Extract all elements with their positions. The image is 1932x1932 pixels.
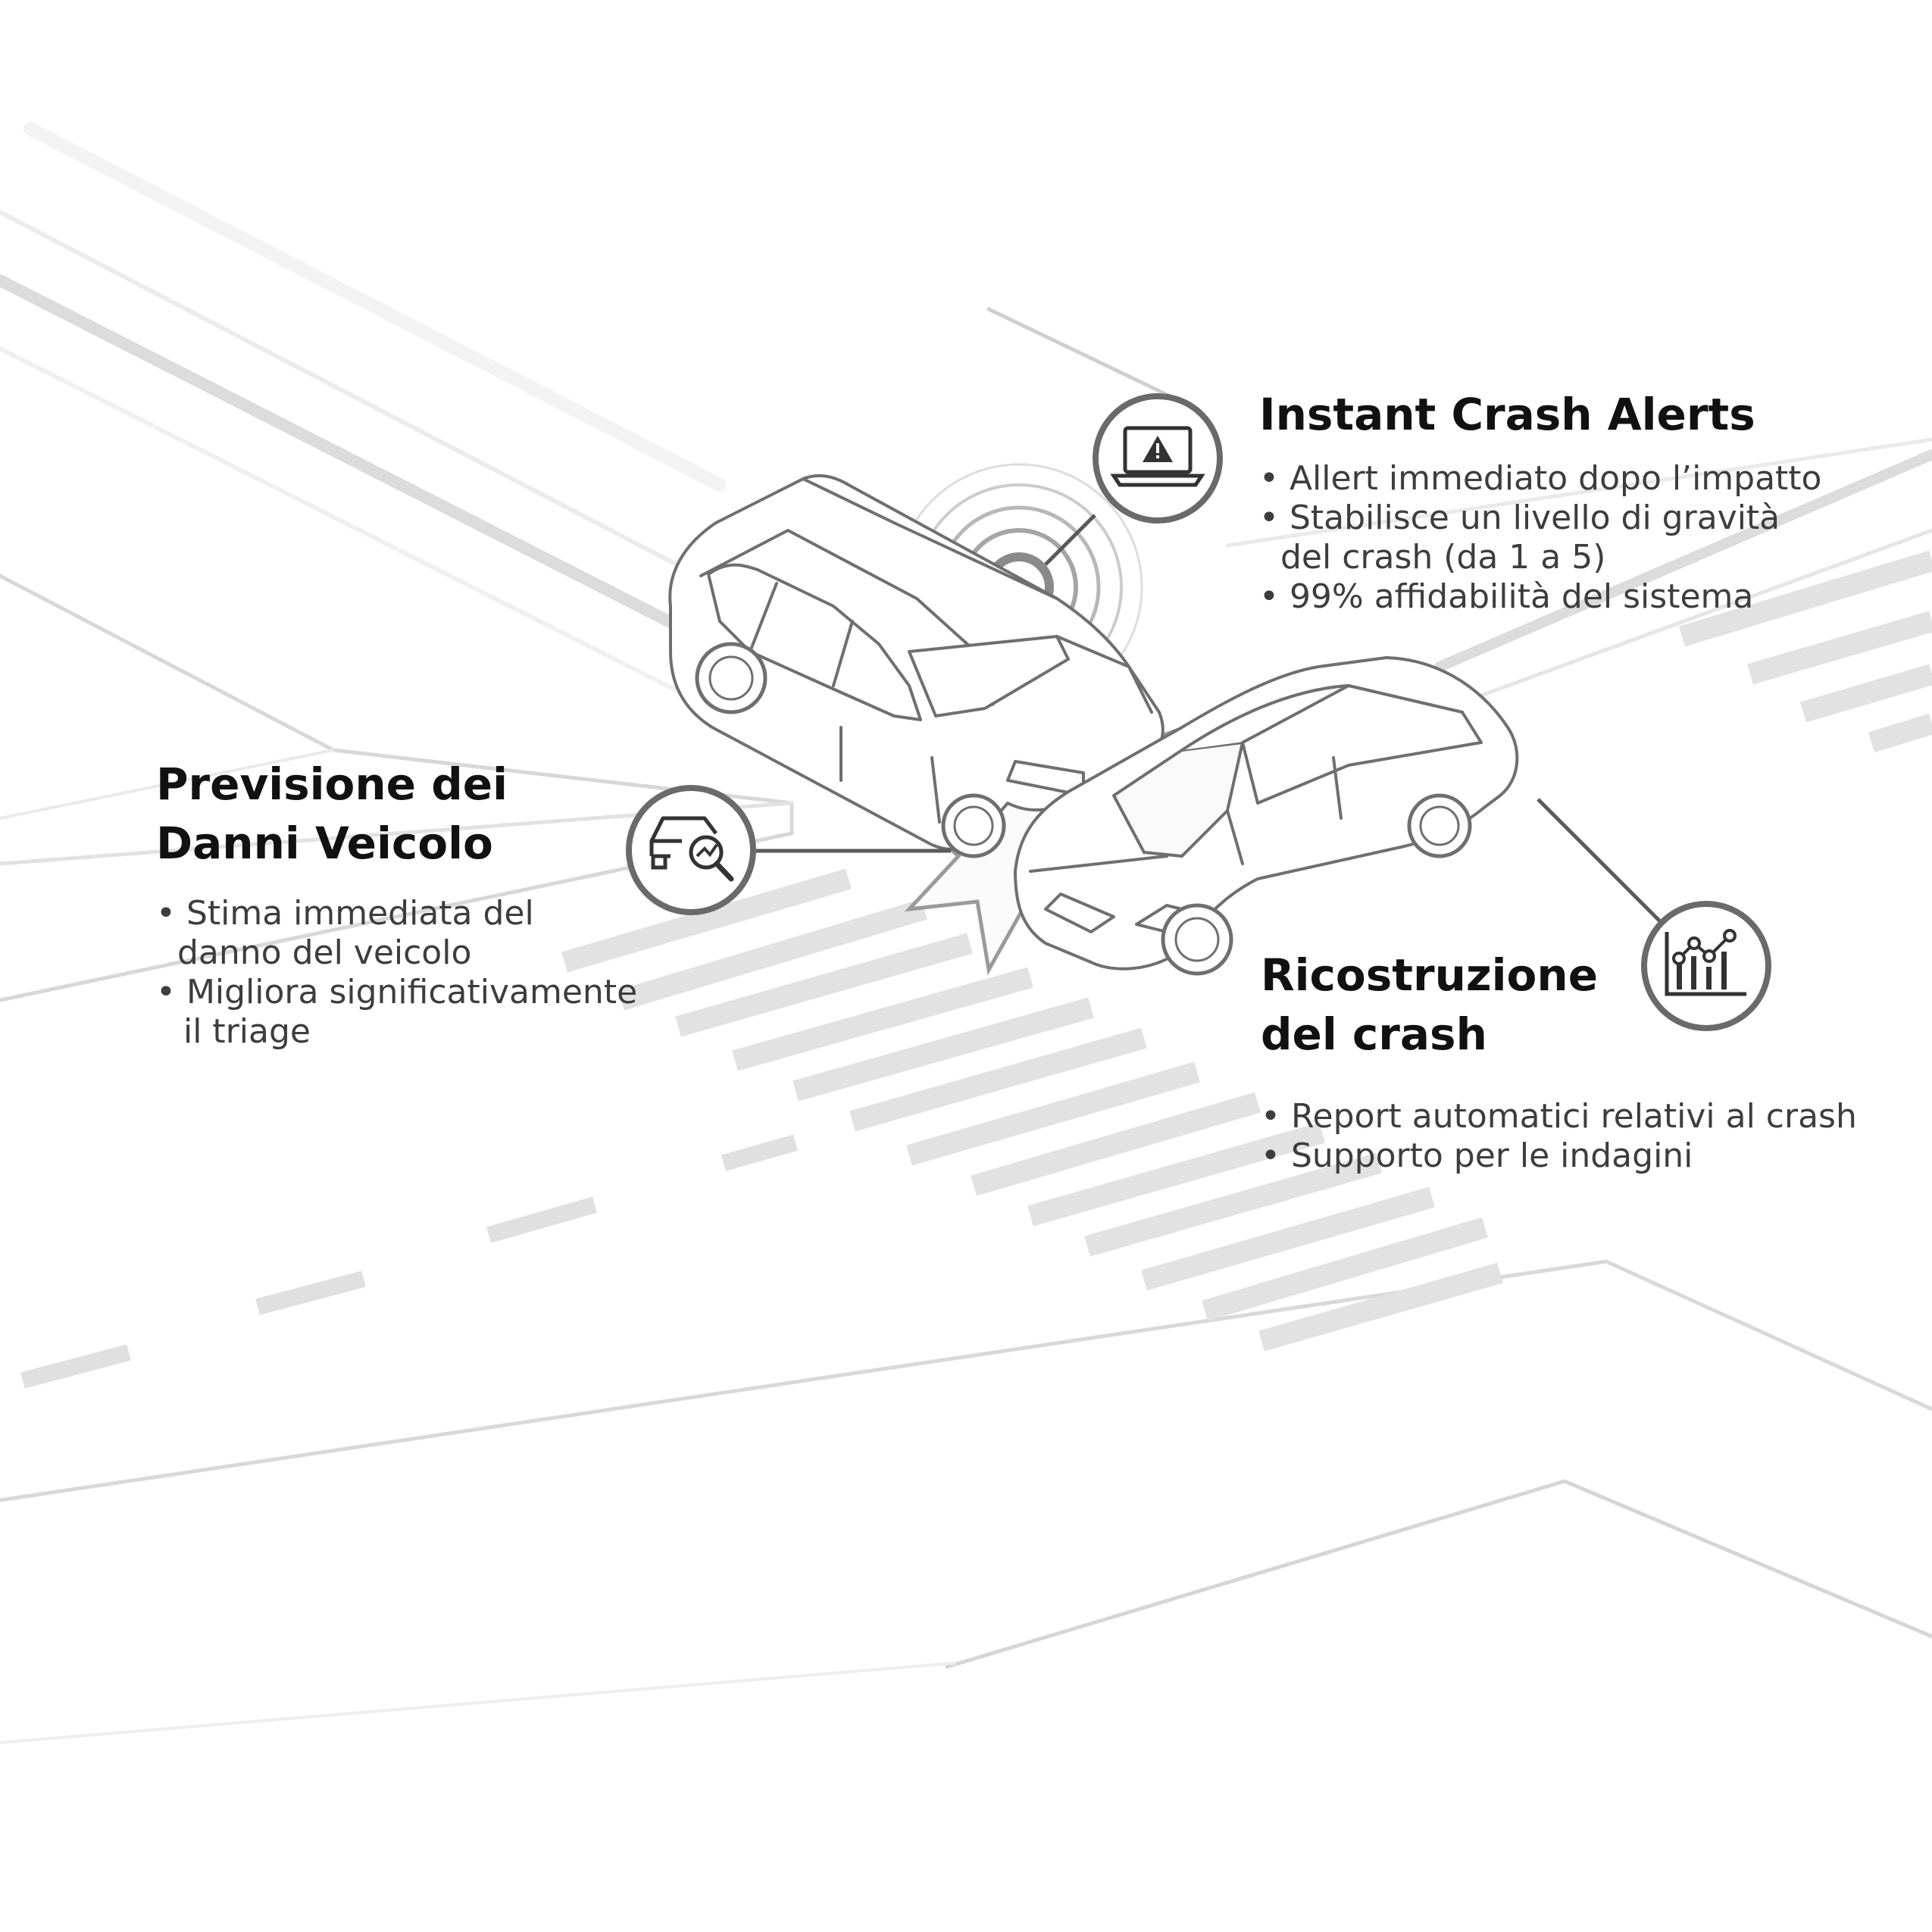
car-wagon-illustration: [668, 474, 1165, 858]
feature-instant-crash-alerts: Instant Crash Alerts • Allert immediato …: [1259, 385, 1821, 617]
crosswalk: [561, 550, 1932, 1352]
feature-title-line1: Previsione dei: [156, 758, 508, 810]
feature-bullets: • Report automatici relativi al crash • …: [1261, 1097, 1857, 1176]
feature-crash-reconstruction: Ricostruzione del crash • Report automat…: [1261, 946, 1857, 1176]
feature-damage-prediction: Previsione dei Danni Veicolo • Stima imm…: [156, 755, 637, 1052]
feature-title: Instant Crash Alerts: [1259, 389, 1755, 440]
feature-title-line1: Ricostruzione: [1261, 949, 1599, 1001]
car-sedan-illustration: [1014, 656, 1519, 976]
car-search-icon: [626, 785, 756, 915]
bullet-item: • Supporto per le indagini: [1261, 1136, 1693, 1175]
bullet-item: • Allert immediato dopo l’impatto: [1259, 459, 1822, 498]
feature-title-line2: del crash: [1261, 1008, 1487, 1060]
laptop-alert-icon: [1093, 393, 1223, 524]
bullet-item: • Stabilisce un livello di gravità: [1259, 499, 1780, 537]
bullet-item: • Migliora significativamente: [156, 973, 638, 1011]
bullet-item: • Stima immediata del: [156, 894, 534, 933]
bullet-continuation: del crash (da 1 a 5): [1280, 538, 1606, 577]
line-bar-chart-icon: [1641, 901, 1771, 1031]
feature-title-line2: Danni Veicolo: [156, 818, 493, 869]
bullet-continuation: il triage: [183, 1012, 311, 1051]
callout-lines: [754, 514, 1668, 930]
bullet-continuation: danno del veicolo: [177, 933, 472, 972]
feature-bullets: • Stima immediata del danno del veicolo …: [156, 894, 637, 1052]
bullet-item: • 99% affidabilità del sistema: [1259, 577, 1754, 616]
lane-dashes: [20, 1134, 799, 1389]
bullet-item: • Report automatici relativi al crash: [1261, 1097, 1857, 1136]
road-background: [0, 122, 1932, 1744]
feature-bullets: • Allert immediato dopo l’impatto • Stab…: [1259, 459, 1821, 617]
